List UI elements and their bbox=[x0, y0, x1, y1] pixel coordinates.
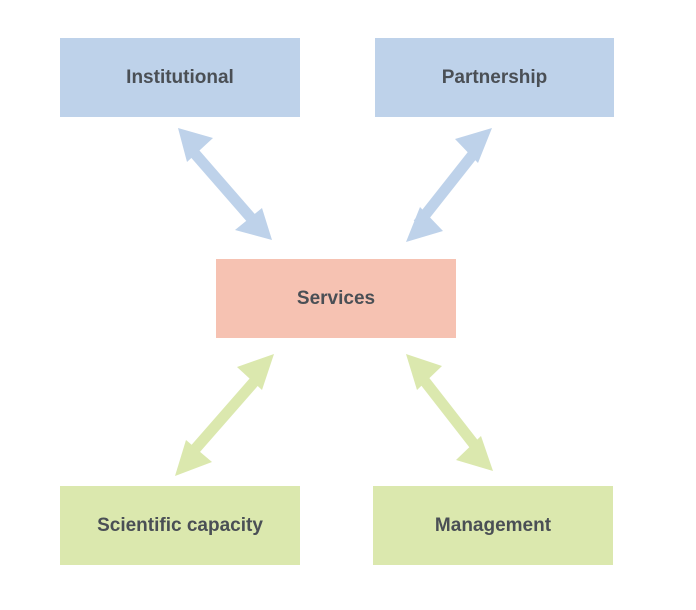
arrow-partnership-services bbox=[406, 128, 492, 242]
arrowhead-scientific bbox=[175, 440, 212, 476]
arrowhead-services-bottom-right bbox=[406, 354, 442, 390]
node-services: Services bbox=[216, 259, 456, 338]
arrow-services-scientific bbox=[175, 354, 274, 476]
node-management: Management bbox=[373, 486, 613, 565]
arrow-institutional-services bbox=[178, 128, 272, 240]
arrowhead-services-top-left bbox=[235, 208, 272, 240]
node-partnership: Partnership bbox=[375, 38, 614, 117]
node-management-label: Management bbox=[434, 514, 552, 536]
arrowhead-management bbox=[456, 436, 493, 471]
node-scientific-capacity: Scientific capacity bbox=[60, 486, 300, 565]
arrowhead-services-bottom-left bbox=[237, 354, 274, 390]
arrow-services-management bbox=[406, 354, 493, 471]
node-services-label: Services bbox=[296, 287, 376, 309]
node-partnership-label: Partnership bbox=[441, 66, 548, 88]
arrowhead-partnership bbox=[455, 128, 492, 163]
arrowhead-services-top-right bbox=[406, 207, 443, 242]
node-institutional-label: Institutional bbox=[126, 66, 234, 88]
node-scientific-capacity-label: Scientific capacity bbox=[97, 514, 263, 536]
arrowhead-institutional bbox=[178, 128, 213, 162]
node-institutional: Institutional bbox=[60, 38, 300, 117]
